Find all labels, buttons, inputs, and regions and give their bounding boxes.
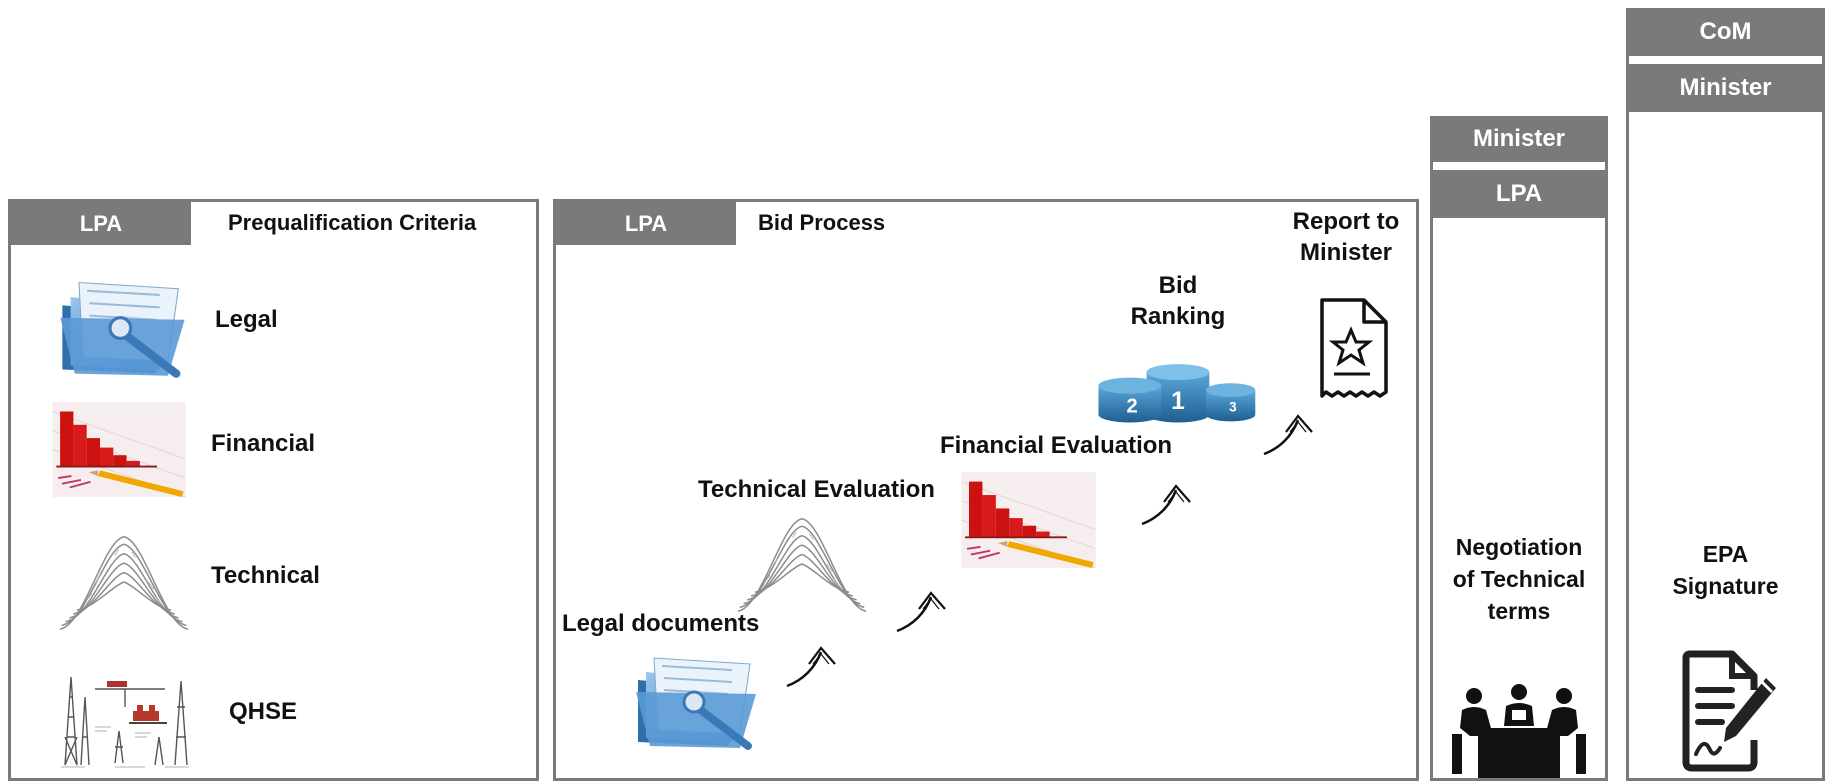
step-bid-ranking-label: Bid Ranking bbox=[1108, 270, 1248, 332]
bid-process-title: Bid Process bbox=[758, 210, 886, 235]
step-technical-evaluation-label: Technical Evaluation bbox=[698, 476, 935, 503]
step-arrow-icon bbox=[893, 585, 953, 635]
step-report-to-minister-label: Report to Minister bbox=[1270, 206, 1422, 268]
negotiation-line3: terms bbox=[1487, 598, 1551, 624]
bid-process-tab: LPA bbox=[556, 202, 736, 245]
step-legal-documents-label: Legal documents bbox=[562, 610, 760, 637]
prequalification-tab: LPA bbox=[11, 202, 191, 245]
meeting-table-icon bbox=[1448, 680, 1590, 778]
step-arrow-icon bbox=[783, 640, 843, 690]
negotiation-line2: of Technical bbox=[1452, 566, 1586, 592]
signature-minister-bar: Minister bbox=[1626, 64, 1825, 112]
step-arrow-icon bbox=[1138, 478, 1198, 528]
epa-line2: Signature bbox=[1672, 573, 1779, 599]
technical-fold-icon bbox=[736, 514, 868, 614]
bar-chart-pencil-icon bbox=[48, 402, 190, 497]
criteria-legal-label: Legal bbox=[215, 306, 278, 333]
criteria-technical-label: Technical bbox=[211, 562, 320, 589]
epa-line1: EPA bbox=[1702, 541, 1749, 567]
prequalification-title: Prequalification Criteria bbox=[228, 210, 477, 235]
negotiation-lpa-bar: LPA bbox=[1430, 170, 1608, 218]
financial-bar-chart-icon bbox=[956, 472, 1101, 568]
negotiation-label: Negotiation of Technical terms bbox=[1430, 531, 1608, 627]
negotiation-minister-bar: Minister bbox=[1430, 116, 1608, 162]
criteria-financial-label: Financial bbox=[211, 430, 316, 457]
negotiation-line1: Negotiation bbox=[1455, 534, 1583, 560]
folder-document-icon bbox=[52, 272, 197, 380]
report-line1: Report to bbox=[1292, 208, 1400, 235]
criteria-qhse-label: QHSE bbox=[229, 698, 298, 725]
bid-ranking-line1: Bid bbox=[1158, 272, 1198, 299]
bid-ranking-line2: Ranking bbox=[1130, 303, 1226, 330]
signature-com-bar: CoM bbox=[1626, 8, 1825, 56]
legal-documents-folder-icon bbox=[628, 650, 768, 750]
step-arrow-icon bbox=[1260, 408, 1320, 458]
step-financial-evaluation-label: Financial Evaluation bbox=[940, 432, 1173, 459]
negotiation-panel bbox=[1430, 116, 1608, 781]
oil-rig-icon bbox=[55, 666, 195, 768]
geological-fold-icon bbox=[58, 532, 190, 632]
epa-signature-label: EPA Signature bbox=[1626, 538, 1825, 602]
signed-document-pen-icon bbox=[1680, 650, 1780, 772]
certificate-document-icon bbox=[1316, 296, 1392, 402]
report-line2: Minister bbox=[1299, 239, 1392, 266]
podium-ranking-icon bbox=[1094, 356, 1262, 424]
